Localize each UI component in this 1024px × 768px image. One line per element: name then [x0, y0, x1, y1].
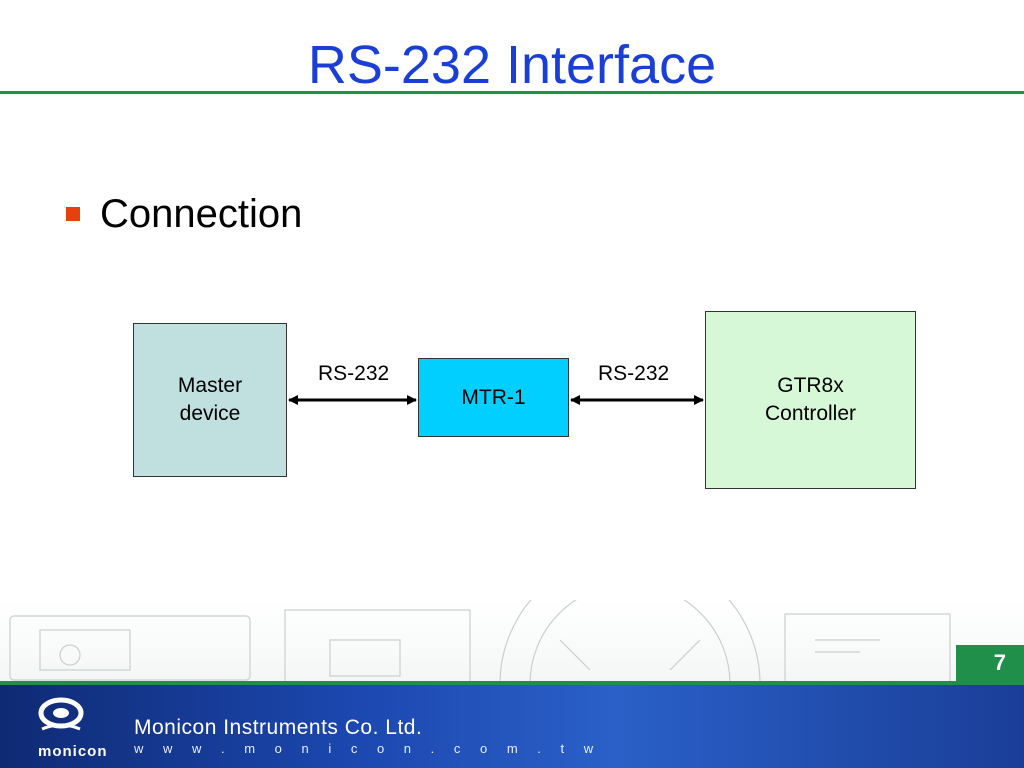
node-label-line: Master	[177, 374, 243, 397]
machinery-background-strip	[0, 553, 1024, 685]
node-label-line: device	[179, 402, 241, 425]
bullet-text: Connection	[100, 191, 303, 236]
node-mtr-1: MTR-1	[418, 358, 569, 437]
page-number: 7	[956, 645, 1024, 681]
footer-divider	[0, 681, 1024, 685]
slide-title: RS-232 Interface	[307, 35, 717, 95]
machinery-illustration	[9, 553, 951, 685]
monicon-logo-icon	[38, 697, 84, 731]
website-url: w w w . m o n i c o n . c o m . t w	[134, 741, 602, 756]
company-name: Monicon Instruments Co. Ltd.	[134, 716, 423, 739]
bullet-item: Connection	[66, 188, 302, 240]
node-label-line: MTR-1	[461, 385, 526, 409]
node-label-line: GTR8x	[777, 374, 844, 397]
node-label-line: Controller	[764, 402, 857, 425]
footer-banner: monicon Monicon Instruments Co. Ltd. w w…	[0, 685, 1024, 768]
node-master-device: Master device	[133, 323, 287, 477]
edge-label-rs232-left: RS-232	[318, 362, 390, 385]
node-gtr8x-controller: GTR8x Controller	[705, 311, 916, 489]
edge-label-rs232-right: RS-232	[598, 362, 670, 385]
title-divider	[0, 91, 1024, 94]
logo-wordmark: monicon	[38, 743, 108, 760]
bullet-square-icon	[66, 207, 80, 221]
